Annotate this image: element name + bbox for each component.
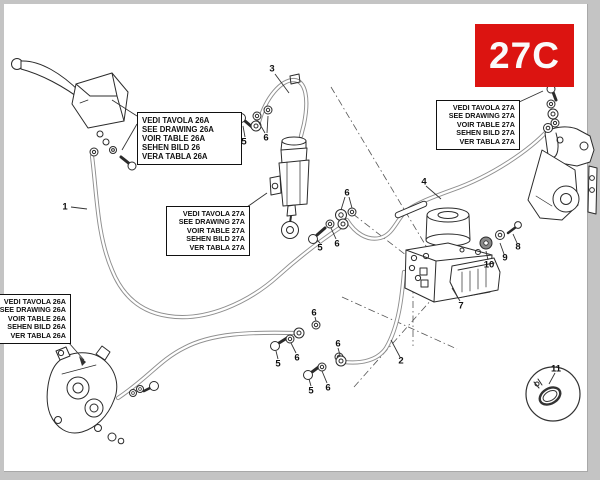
ref-line: VEDI TAVOLA 26A	[142, 115, 210, 125]
ref-line: VEDI TAVOLA 27A	[452, 102, 515, 112]
part-callout-11: 11	[550, 363, 562, 375]
abs-unit-drawing	[404, 207, 501, 303]
ref-line: SEHEN BILD 27A	[186, 234, 245, 244]
part-callout-6b: 6	[334, 238, 340, 250]
caliper-hose	[115, 330, 298, 401]
front-brake-hose-2	[341, 269, 407, 365]
ref-line: VER TABLA 27A	[189, 242, 245, 252]
ref-box-rear-caliper: VEDI TAVOLA 27A SEE DRAWING 27A VOIR TAB…	[436, 100, 520, 150]
ref-line: VER TABLA 26A	[10, 330, 66, 340]
ref-box-front-caliper: VEDI TAVOLA 26A SEE DRAWING 26A VOIR TAB…	[0, 294, 71, 344]
part-callout-6c: 6	[344, 187, 350, 199]
part-callout-7: 7	[458, 300, 464, 312]
part-callout-2: 2	[398, 355, 404, 367]
ref-line: SEE DRAWING 26A	[0, 305, 66, 315]
rear-caliper-drawing	[527, 84, 598, 221]
part-callout-3: 3	[269, 63, 275, 75]
part-callout-9: 9	[502, 252, 508, 264]
part-callout-6a: 6	[263, 132, 269, 144]
part-callout-5a: 5	[241, 136, 247, 148]
ref-line: VOIR TABLE 27A	[186, 225, 245, 235]
part-callout-5c: 5	[275, 358, 281, 370]
ref-box-rear-master-cylinder: VEDI TAVOLA 27A SEE DRAWING 27A VOIR TAB…	[166, 206, 250, 256]
abs-mount-parts	[479, 221, 522, 250]
hose-clamp-detail-circle	[525, 366, 581, 422]
part-callout-8: 8	[515, 241, 521, 253]
ref-line: VEDI TAVOLA 27A	[182, 208, 245, 218]
ref-line: SEE DRAWING 26A	[142, 124, 214, 134]
ref-line: SEE DRAWING 27A	[178, 217, 245, 227]
plate-number-badge: 27C	[475, 24, 574, 87]
rear-master-cylinder-drawing	[269, 136, 310, 239]
part-callout-6e: 6	[294, 352, 300, 364]
ref-line: VOIR TABLE 26A	[7, 313, 66, 323]
jumper-hose-3	[256, 73, 309, 139]
ref-line: VOIR TABLE 27A	[456, 119, 515, 129]
ref-line: VOIR TABLE 26A	[142, 133, 206, 143]
ref-line: SEE DRAWING 27A	[448, 111, 515, 121]
part-callout-5d: 5	[308, 385, 314, 397]
ref-line: SEHEN BILD 26A	[7, 322, 66, 332]
rear-brake-hose-4	[344, 126, 552, 241]
ref-line: VER TABLA 27A	[459, 136, 515, 146]
part-callout-5b: 5	[317, 242, 323, 254]
ref-line: VERA TABLA 26A	[142, 152, 208, 162]
part-callout-6d: 6	[311, 307, 317, 319]
front-caliper-drawing	[46, 345, 159, 445]
front-brake-hose-1	[89, 153, 344, 320]
ref-box-front-master-cylinder: VEDI TAVOLA 26A SEE DRAWING 26A VOIR TAB…	[137, 112, 242, 166]
front-master-cylinder-drawing	[11, 58, 137, 171]
ref-line: SEHEN BILD 26	[142, 143, 201, 153]
ref-line: SEHEN BILD 27A	[456, 128, 515, 138]
part-callout-1: 1	[62, 201, 68, 213]
leader-lines	[68, 73, 556, 387]
part-callout-4: 4	[421, 176, 427, 188]
part-callout-6f: 6	[335, 338, 341, 350]
part-callout-6g: 6	[325, 382, 331, 394]
ref-line: VEDI TAVOLA 26A	[3, 296, 66, 306]
part-callout-10: 10	[483, 259, 495, 271]
